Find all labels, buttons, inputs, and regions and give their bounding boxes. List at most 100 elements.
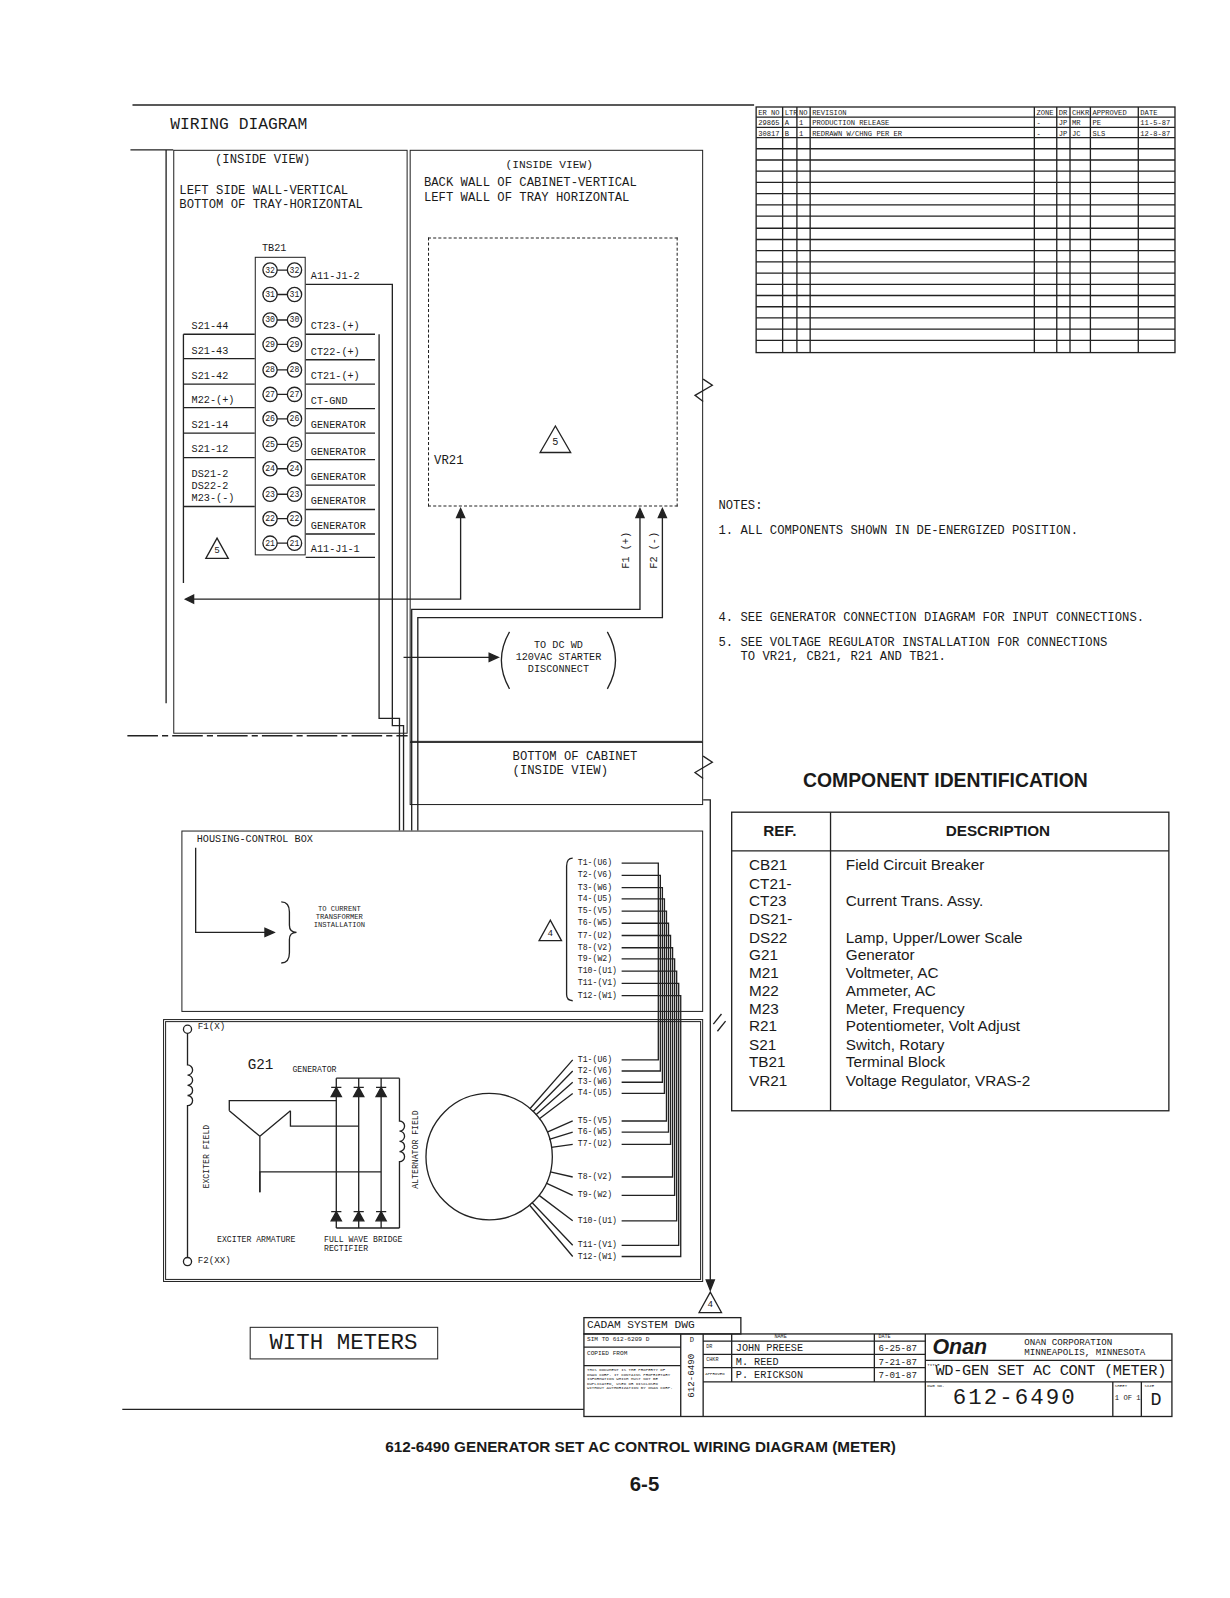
callout-number: 5 [552, 436, 558, 448]
diagram-title: WIRING DIAGRAM [170, 116, 307, 135]
part-label: FULL WAVE BRIDGE RECTIFIER [324, 1235, 406, 1254]
terminal-number: 21 [290, 539, 300, 548]
table-cell: CT21- [749, 874, 791, 892]
table-cell: 29865 [758, 119, 779, 127]
wire-label: CT-GND [311, 395, 348, 407]
wire-label: GENERATOR [311, 472, 366, 484]
node-heading: WITH METERS [251, 1331, 436, 1357]
lead-label: T7-(U2) [578, 1139, 612, 1148]
table-cell: G21 [749, 946, 778, 964]
note-text: 4. SEE GENERATOR CONNECTION DIAGRAM FOR … [718, 611, 1144, 625]
lead-label: T5-(V5) [578, 1116, 612, 1125]
wire-label: A11-J1-1 [311, 544, 360, 556]
wire-label: GENERATOR [311, 420, 366, 432]
node-label: GENERATOR [292, 1065, 336, 1074]
lead-label: T6-(W5) [578, 1127, 612, 1136]
table-cell: 12-8-87 [1140, 129, 1170, 137]
cabinet-region: BOTTOM OF CABINET (INSIDE VIEW) [410, 742, 703, 805]
wire-label: S21-14 [192, 420, 229, 432]
lead-label: T6-(W5) [578, 918, 612, 927]
note-text: NOTES: [718, 499, 762, 513]
lead-label: T4-(U5) [578, 1088, 612, 1097]
wire-label: F2 (-) [648, 532, 660, 569]
terminal-number: 29 [265, 340, 275, 349]
wire-label: CT23-(+) [311, 321, 360, 333]
company-logo: Onan [932, 1335, 987, 1360]
node-heading: (INSIDE VIEW) [215, 154, 310, 168]
table-cell: Meter, Frequency [846, 1000, 965, 1018]
figure-caption: 612-6490 GENERATOR SET AC CONTROL WIRING… [385, 1438, 896, 1456]
title-block-text: JOHN PREESE [736, 1343, 803, 1355]
title-block-text: SHEET [1115, 1384, 1127, 1389]
terminal-label: F2(XX) [198, 1255, 231, 1266]
terminal-number: 22 [265, 514, 275, 523]
lead-label: T11-(V1) [578, 978, 617, 987]
terminal-number: 26 [290, 415, 300, 424]
terminal-number: 32 [290, 265, 300, 274]
title-block-text: ONAN CORPORATION MINNEAPOLIS, MINNESOTA [1024, 1338, 1172, 1359]
lead-label: T10-(U1) [578, 1216, 617, 1225]
table-cell: REDRAWN W/CHNG PER ER [812, 129, 902, 137]
wire-label: DS21-2 [192, 469, 229, 481]
lead-label: T3-(W6) [578, 1077, 612, 1086]
lead-label: T2-(V6) [578, 870, 612, 879]
lead-label: T5-(V5) [578, 906, 612, 915]
callout-number: 4 [708, 1300, 714, 1311]
table-cell: TB21 [749, 1053, 786, 1071]
title-block-text: CADAM SYSTEM DWG [587, 1319, 695, 1332]
terminal-number: 28 [290, 365, 300, 374]
table-cell: Lamp, Upper/Lower Scale [846, 928, 1023, 946]
disconnect-oval: TO DC WD 120VAC STARTER DISCONNECT [497, 630, 619, 691]
table-cell: Voltage Regulator, VRAS-2 [846, 1072, 1030, 1090]
drawing-number: 612-6490 [953, 1386, 1077, 1412]
title-block-text: THIS DOCUMENT IS THE PROPERTY OF ONAN CO… [587, 1368, 677, 1391]
table-cell: JP [1059, 129, 1068, 137]
title-block-text: CHKR [706, 1358, 718, 1364]
table-cell: ZONE [1036, 109, 1053, 117]
table-cell: VR21 [749, 1072, 787, 1090]
table-cell: Switch, Rotary [846, 1035, 945, 1053]
callout-number: 5 [214, 546, 220, 557]
part-label: ALTERNATOR FIELD [411, 1110, 420, 1188]
terminal-number: 24 [290, 464, 300, 473]
terminal-number: 25 [265, 439, 275, 448]
lead-label: T12-(W1) [578, 990, 617, 999]
table-cell: DATE [1140, 109, 1157, 117]
wire-label: M22-(+) [192, 394, 235, 406]
table-cell: Current Trans. Assy. [846, 892, 983, 910]
table-cell: M21 [749, 964, 779, 982]
lead-label: T1-(U6) [578, 1055, 612, 1064]
node-heading: (INSIDE VIEW) [505, 159, 592, 172]
node-heading: HOUSING-CONTROL BOX [197, 834, 313, 846]
title-block-text: 7-21-87 [878, 1357, 917, 1368]
table-cell: 30817 [758, 129, 779, 137]
wire-label: S21-44 [192, 321, 229, 333]
table-cell: PE [1092, 119, 1101, 127]
table-cell: Ammeter, AC [846, 981, 936, 999]
title-block-text: COPIED FROM [587, 1351, 627, 1358]
table-cell: A [785, 119, 789, 127]
part-label: EXCITER ARMATURE [217, 1235, 295, 1244]
wire-label: A11-J1-2 [311, 271, 360, 283]
lead-label: T3-(W6) [578, 882, 612, 891]
table-cell: M22 [749, 981, 779, 999]
table-cell: 1 [799, 129, 803, 137]
wire-label: GENERATOR [311, 521, 366, 533]
wire-label: CT22-(+) [311, 346, 360, 358]
table-cell: NO [799, 109, 808, 117]
wire-label: S21-43 [192, 345, 229, 357]
note-text: 5. SEE VOLTAGE REGULATOR INSTALLATION FO… [718, 637, 1122, 665]
wire-label: S21-12 [192, 444, 229, 456]
terminal-number: 28 [265, 365, 275, 374]
lead-label: T8-(V2) [578, 1172, 612, 1181]
title-block-text: 612-6490 [687, 1354, 698, 1398]
table-cell: REVISION [812, 109, 846, 117]
terminal-number: 23 [265, 489, 275, 498]
table-cell: 1 [799, 119, 803, 127]
table-cell: - [1036, 119, 1040, 127]
page-number: 6-5 [630, 1473, 659, 1496]
table-cell: LTR [785, 109, 798, 117]
terminal-number: 29 [290, 340, 300, 349]
title-block-text: 7-01-87 [878, 1371, 917, 1382]
table-cell: Field Circuit Breaker [846, 856, 984, 874]
